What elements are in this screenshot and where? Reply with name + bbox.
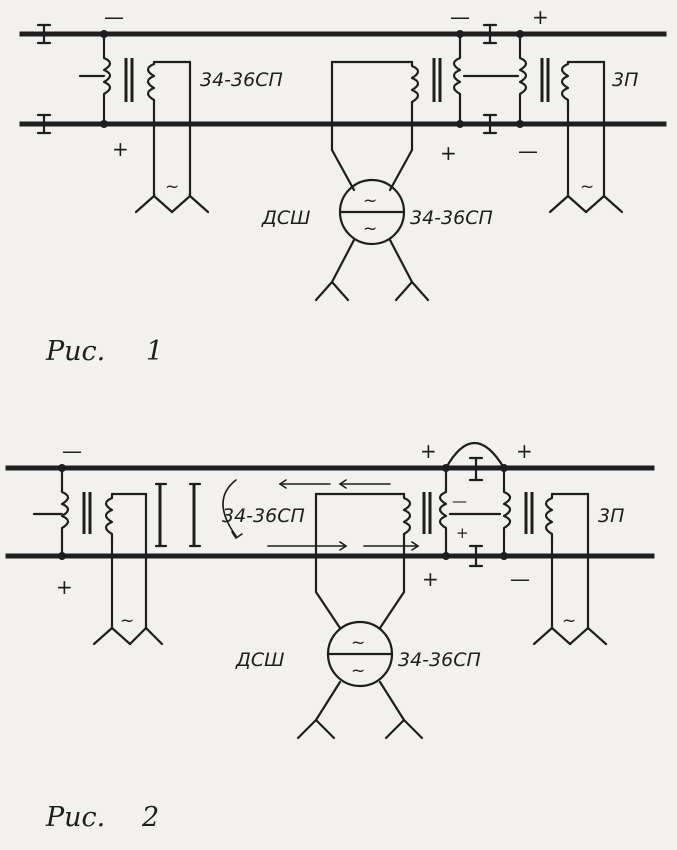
fig2-number: 2 xyxy=(141,802,159,833)
fig1-dsh-ac-top: ~ xyxy=(363,191,377,211)
fig2-sign-mid-top-left: + xyxy=(420,439,437,463)
fig2-dsh-circuit-label: 34-36СП xyxy=(398,649,481,671)
fig1-insulating-joint-bottom-left xyxy=(36,113,52,135)
fig2-current-flow-arrows xyxy=(222,479,420,551)
fig2-right-circuit-label: 3П xyxy=(598,505,624,527)
fig1-sign-left-bottom: + xyxy=(112,137,129,161)
fig2-bypass-jumper xyxy=(444,441,506,568)
fig2-sign-mid-top-right: + xyxy=(516,439,533,463)
fig2-caption: Рис. xyxy=(45,802,105,833)
fig2-right-ac-symbol: ~ xyxy=(562,611,576,631)
fig1-dsh-ac-bottom: ~ xyxy=(363,219,377,239)
fig2-sign-inner-plus: + xyxy=(456,524,469,542)
fig1-left-choke-transformer: ~ xyxy=(78,30,210,214)
fig2-right-choke-transformer: ~ xyxy=(500,464,608,646)
figure-1: ~ ~ xyxy=(19,5,667,367)
fig1-dsh-relay: ~ ~ xyxy=(314,148,430,302)
fig1-right-circuit-label: 3П xyxy=(612,69,638,91)
fig2-left-ac-symbol: ~ xyxy=(120,611,134,631)
figure-2: ~ xyxy=(5,439,655,833)
fig2-rail-break-symbol xyxy=(154,482,202,548)
fig1-insulating-joint-bottom-mid xyxy=(482,113,498,135)
fig1-right-ac-symbol: ~ xyxy=(580,177,594,197)
fig2-sign-mid-bottom: + xyxy=(422,567,439,591)
fig2-left-choke-transformer: ~ xyxy=(32,464,164,646)
fig1-number: 1 xyxy=(146,336,163,367)
fig1-sign-mid-bottom: + xyxy=(440,141,457,165)
fig1-sign-right-bottom: — xyxy=(518,139,538,163)
fig1-left-ac-symbol: ~ xyxy=(165,177,179,197)
fig2-sign-right-bottom: — xyxy=(510,567,530,591)
fig2-dsh-relay: ~ ~ xyxy=(296,590,424,740)
fig2-dsh-label: ДСШ xyxy=(235,649,284,671)
fig1-sign-mid-top: — xyxy=(450,5,470,29)
fig1-sign-left-top: — xyxy=(104,5,124,29)
fig1-right-choke-transformer: ~ xyxy=(516,30,624,214)
fig1-middle-choke-transformer xyxy=(330,30,464,152)
fig1-insulating-joint-top-mid xyxy=(482,23,498,45)
fig1-dsh-circuit-label: 34-36СП xyxy=(410,207,493,229)
fig1-left-circuit-label: 34-36СП xyxy=(200,69,283,91)
fig2-dsh-ac-bottom: ~ xyxy=(351,661,365,681)
fig2-sign-left-bottom: + xyxy=(56,575,73,599)
fig1-caption: Рис. xyxy=(45,336,105,367)
fig2-sign-left-top: — xyxy=(62,439,82,463)
fig2-sign-inner-minus: — xyxy=(452,492,467,510)
fig1-sign-right-top: + xyxy=(532,5,549,29)
fig2-dsh-ac-top: ~ xyxy=(351,633,365,653)
fig1-insulating-joint-top-left xyxy=(36,23,52,45)
fig2-left-circuit-label: 34-36СП xyxy=(222,505,305,527)
fig1-dsh-label: ДСШ xyxy=(261,207,310,229)
fig2-middle-choke-transformer xyxy=(314,464,450,594)
